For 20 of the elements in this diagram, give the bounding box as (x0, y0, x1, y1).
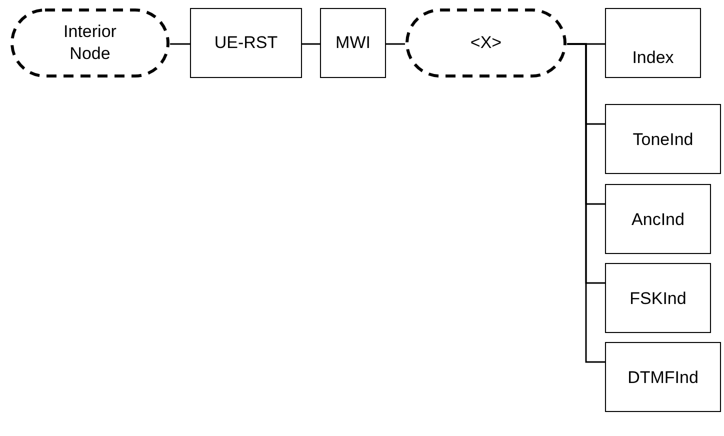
node-label: ToneInd (632, 129, 694, 151)
connector-line (567, 43, 605, 363)
node-label: AncInd (630, 209, 686, 231)
box-node (605, 104, 721, 174)
box-node (605, 263, 711, 333)
node-label: <X> (469, 32, 503, 54)
node-label: UE-RST (213, 32, 279, 54)
box-node (605, 8, 701, 78)
node-label: Interior Node (62, 21, 118, 65)
node-label: FSKInd (628, 288, 688, 310)
node-label: Index (631, 47, 675, 69)
box-node (605, 342, 721, 412)
node-label: MWI (334, 32, 372, 54)
node-label: DTMFInd (626, 367, 700, 389)
box-node (190, 8, 302, 78)
connector-line (386, 43, 405, 45)
box-node (320, 8, 386, 78)
connector-line (170, 43, 190, 45)
box-node (605, 184, 711, 254)
connector-line (302, 43, 320, 45)
